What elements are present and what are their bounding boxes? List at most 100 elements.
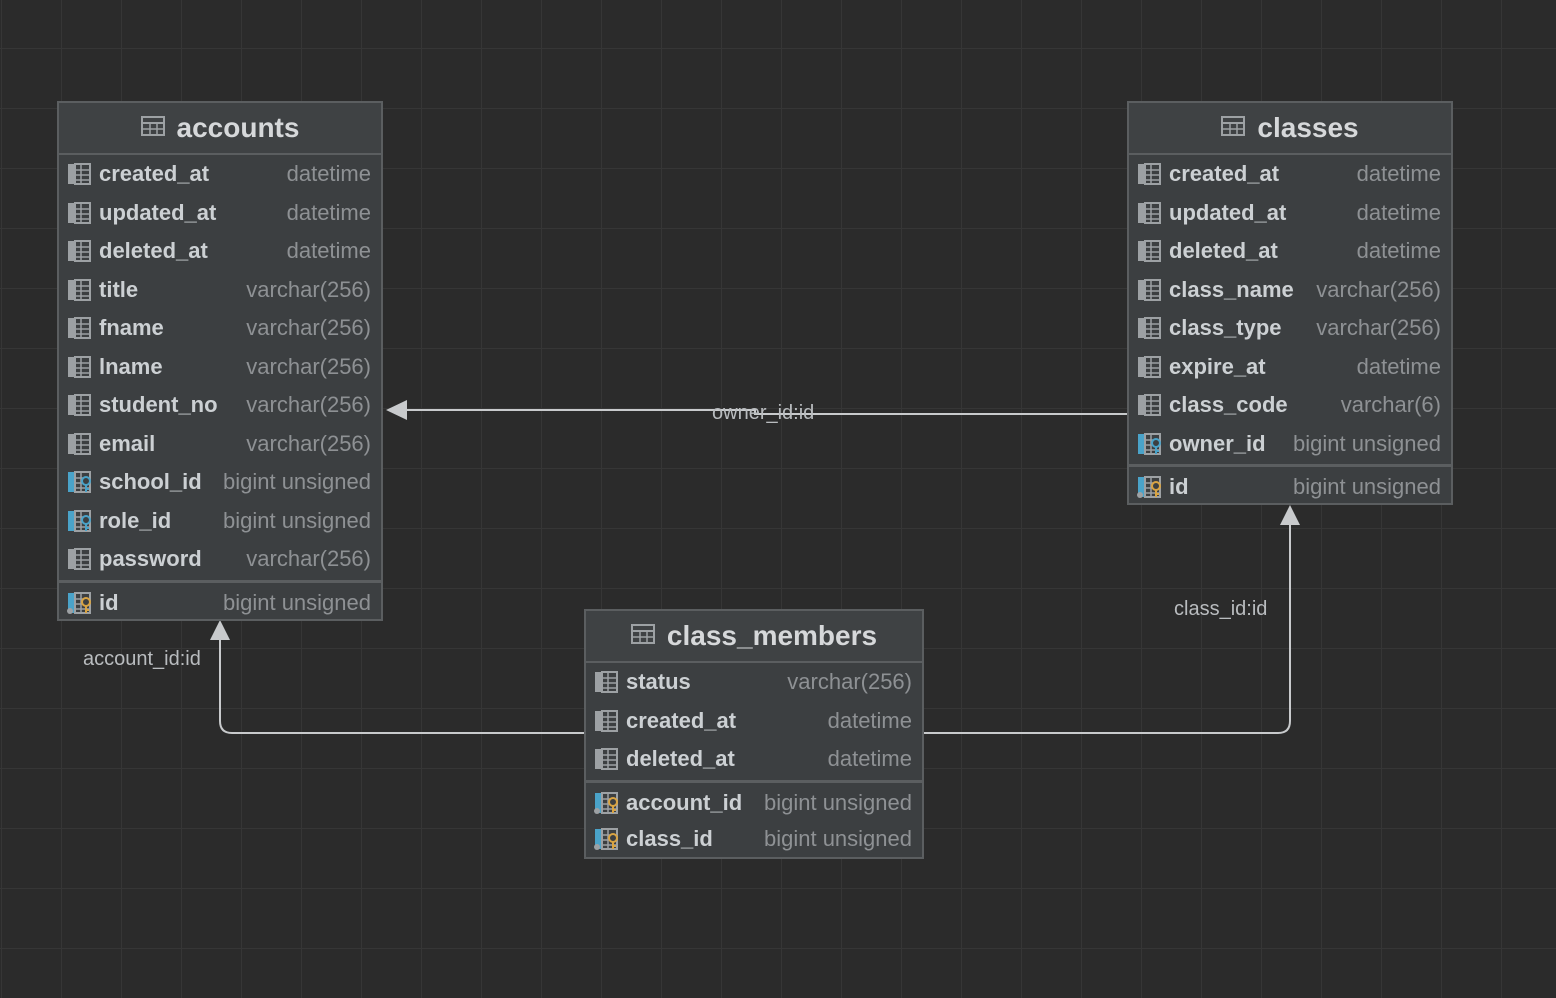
column-icon xyxy=(1137,163,1163,185)
column-name: created_at xyxy=(1169,161,1357,187)
column-type: varchar(256) xyxy=(1316,315,1441,341)
column-name: deleted_at xyxy=(1169,238,1357,264)
column-row-updated-at[interactable]: updated_atdatetime xyxy=(59,194,381,233)
table-header[interactable]: accounts xyxy=(59,103,381,155)
column-row-role-id[interactable]: role_idbigint unsigned xyxy=(59,502,381,541)
table-class-members[interactable]: class_members statusvarchar(256)created_… xyxy=(584,609,924,859)
table-title: classes xyxy=(1257,112,1358,144)
column-type: datetime xyxy=(287,238,371,264)
column-icon xyxy=(594,748,620,770)
column-row-class-id[interactable]: class_idbigint unsigned xyxy=(586,821,922,857)
column-row-created-at[interactable]: created_atdatetime xyxy=(59,155,381,194)
column-row-title[interactable]: titlevarchar(256) xyxy=(59,271,381,310)
primary-key-icon xyxy=(1137,476,1163,498)
column-name: class_type xyxy=(1169,315,1316,341)
column-row-updated-at[interactable]: updated_atdatetime xyxy=(1129,194,1451,233)
column-row-lname[interactable]: lnamevarchar(256) xyxy=(59,348,381,387)
column-name: account_id xyxy=(626,790,764,816)
column-icon xyxy=(1137,279,1163,301)
column-icon xyxy=(1137,317,1163,339)
table-header[interactable]: classes xyxy=(1129,103,1451,155)
column-row-password[interactable]: passwordvarchar(256) xyxy=(59,540,381,579)
column-name: school_id xyxy=(99,469,223,495)
column-type: varchar(256) xyxy=(246,546,371,572)
column-name: class_name xyxy=(1169,277,1316,303)
relation-class-line[interactable] xyxy=(922,516,1290,733)
table-icon xyxy=(631,623,657,650)
relation-account-arrow xyxy=(210,620,230,640)
column-name: status xyxy=(626,669,787,695)
foreign-key-icon xyxy=(67,471,93,493)
column-type: varchar(256) xyxy=(246,277,371,303)
table-title: accounts xyxy=(177,112,300,144)
column-row-owner-id[interactable]: owner_idbigint unsigned xyxy=(1129,425,1451,464)
column-row-deleted-at[interactable]: deleted_atdatetime xyxy=(1129,232,1451,271)
column-name: updated_at xyxy=(1169,200,1357,226)
foreign-key-icon xyxy=(1137,433,1163,455)
relation-label-owner: owner_id:id xyxy=(712,402,814,425)
column-row-class-type[interactable]: class_typevarchar(256) xyxy=(1129,309,1451,348)
relation-class-arrow xyxy=(1280,505,1300,525)
column-icon xyxy=(67,433,93,455)
column-name: updated_at xyxy=(99,200,287,226)
table-icon xyxy=(141,115,167,142)
column-type: datetime xyxy=(1357,200,1441,226)
column-row-class-name[interactable]: class_namevarchar(256) xyxy=(1129,271,1451,310)
relation-label-account: account_id:id xyxy=(83,648,201,671)
column-type: varchar(256) xyxy=(1316,277,1441,303)
column-name: class_code xyxy=(1169,392,1341,418)
column-name: student_no xyxy=(99,392,246,418)
primary-key-icon xyxy=(67,592,93,614)
column-type: varchar(256) xyxy=(246,354,371,380)
column-name: created_at xyxy=(626,708,828,734)
column-row-student-no[interactable]: student_novarchar(256) xyxy=(59,386,381,425)
column-row-expire-at[interactable]: expire_atdatetime xyxy=(1129,348,1451,387)
column-row-created-at[interactable]: created_atdatetime xyxy=(1129,155,1451,194)
relation-account-line[interactable] xyxy=(220,630,586,733)
column-row-deleted-at[interactable]: deleted_atdatetime xyxy=(59,232,381,271)
column-type: datetime xyxy=(1357,238,1441,264)
column-type: bigint unsigned xyxy=(223,469,371,495)
column-row-id[interactable]: idbigint unsigned xyxy=(59,585,381,621)
column-icon xyxy=(67,279,93,301)
column-type: datetime xyxy=(287,200,371,226)
column-row-id[interactable]: idbigint unsigned xyxy=(1129,469,1451,505)
column-type: datetime xyxy=(287,161,371,187)
column-type: varchar(256) xyxy=(246,431,371,457)
column-row-status[interactable]: statusvarchar(256) xyxy=(586,663,922,702)
column-name: password xyxy=(99,546,246,572)
column-name: owner_id xyxy=(1169,431,1293,457)
column-row-school-id[interactable]: school_idbigint unsigned xyxy=(59,463,381,502)
column-icon xyxy=(67,163,93,185)
column-icon xyxy=(1137,356,1163,378)
column-row-deleted-at[interactable]: deleted_atdatetime xyxy=(586,740,922,779)
column-icon xyxy=(1137,202,1163,224)
column-name: title xyxy=(99,277,246,303)
column-type: bigint unsigned xyxy=(223,590,371,616)
table-title: class_members xyxy=(667,620,877,652)
column-row-account-id[interactable]: account_idbigint unsigned xyxy=(586,785,922,821)
column-name: email xyxy=(99,431,246,457)
column-row-created-at[interactable]: created_atdatetime xyxy=(586,702,922,741)
column-type: bigint unsigned xyxy=(764,826,912,852)
column-name: role_id xyxy=(99,508,223,534)
column-type: datetime xyxy=(828,746,912,772)
table-accounts[interactable]: accounts created_atdatetimeupdated_atdat… xyxy=(57,101,383,621)
column-icon xyxy=(594,710,620,732)
foreign-key-icon xyxy=(67,510,93,532)
column-icon xyxy=(594,671,620,693)
table-classes[interactable]: classes created_atdatetimeupdated_atdate… xyxy=(1127,101,1453,505)
column-type: datetime xyxy=(828,708,912,734)
column-row-email[interactable]: emailvarchar(256) xyxy=(59,425,381,464)
column-type: varchar(256) xyxy=(787,669,912,695)
column-name: class_id xyxy=(626,826,764,852)
column-row-class-code[interactable]: class_codevarchar(6) xyxy=(1129,386,1451,425)
column-icon xyxy=(1137,240,1163,262)
column-name: created_at xyxy=(99,161,287,187)
column-icon xyxy=(1137,394,1163,416)
column-row-fname[interactable]: fnamevarchar(256) xyxy=(59,309,381,348)
column-name: deleted_at xyxy=(99,238,287,264)
table-icon xyxy=(1221,115,1247,142)
column-type: varchar(6) xyxy=(1341,392,1441,418)
table-header[interactable]: class_members xyxy=(586,611,922,663)
